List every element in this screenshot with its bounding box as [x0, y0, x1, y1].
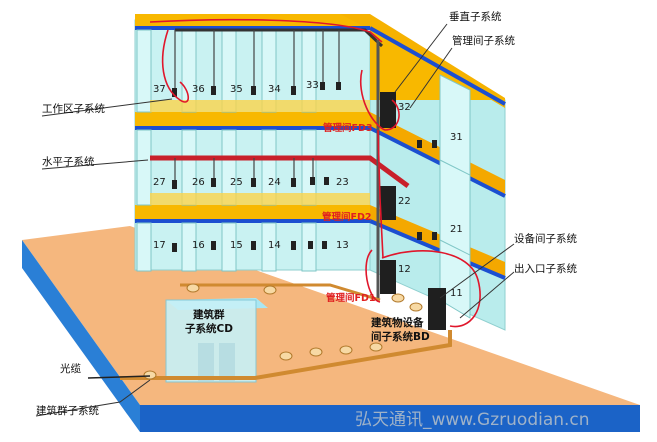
floor-distributor-fd3-label: 管理间FD3 — [323, 122, 373, 134]
room-number: 31 — [450, 132, 463, 143]
cable-drops — [174, 30, 340, 180]
building-equipment-label-line1: 建筑物设备 — [370, 316, 424, 329]
admin-subsystem-label: 管理间子系统 — [452, 34, 515, 47]
room-number: 24 — [268, 177, 281, 188]
room-number: 37 — [153, 84, 166, 95]
room-number: 23 — [336, 177, 349, 188]
watermark: 弘天通讯_www.Gzruodian.cn — [355, 410, 590, 430]
campus-conduit — [180, 283, 381, 302]
floor2-cable-tray — [150, 155, 410, 189]
room-number: 32 — [398, 102, 411, 113]
room-number: 22 — [398, 196, 411, 207]
building-back-wall — [134, 19, 371, 271]
room-number: 36 — [192, 84, 205, 95]
equipment-room-subsystem-label: 设备间子系统 — [514, 232, 577, 245]
room-number: 35 — [230, 84, 243, 95]
room-number: 21 — [450, 224, 463, 235]
horizontal-subsystem-label: 水平子系统 — [42, 155, 95, 168]
room-number: 13 — [336, 240, 349, 251]
room-number: 17 — [153, 240, 166, 251]
floor3-room-floor — [150, 100, 370, 112]
floor2-side-slab — [370, 205, 505, 278]
work-area-subsystem-label: 工作区子系统 — [42, 102, 105, 115]
campus-subsystem-label: 建筑群子系统 — [36, 404, 99, 417]
floor3-slab — [135, 112, 370, 128]
entrance-subsystem-label: 出入口子系统 — [514, 262, 577, 275]
floor2-room-floor — [150, 193, 370, 205]
floor-distributor-fd2-label: 管理间FD2 — [322, 211, 372, 223]
campus-box-label-line2: 子系统CD — [185, 322, 233, 335]
floor2-slab — [135, 205, 370, 221]
manholes — [143, 283, 423, 380]
fiber-cable-label: 光缆 — [60, 362, 81, 375]
building-equipment-label-line2: 间子系统BD — [371, 330, 430, 343]
underground-conduit — [120, 330, 452, 380]
wall-outlets — [172, 82, 437, 252]
room-number: 25 — [230, 177, 243, 188]
floor3-side-slab — [370, 112, 505, 196]
room-number: 26 — [192, 177, 205, 188]
floor3-side-edge — [369, 126, 506, 198]
room-number: 16 — [192, 240, 205, 251]
room-number: 11 — [450, 288, 463, 299]
room-number: 14 — [268, 240, 281, 251]
campus-box — [165, 299, 257, 383]
roof-side-edge — [369, 26, 506, 106]
ground-left-face — [22, 240, 140, 432]
red-annotations — [149, 18, 481, 328]
room-number: 27 — [153, 177, 166, 188]
campus-box-label-line1: 建筑群 — [192, 308, 225, 321]
ground-front-face — [140, 405, 640, 432]
floor2-side-edge — [369, 219, 506, 280]
room-number: 33 — [306, 80, 319, 91]
roof-top-face — [135, 14, 505, 100]
leader-lines — [35, 23, 515, 417]
floor-distributor-fd1-label: 管理间FD1 — [326, 292, 376, 304]
fiber-entry-line — [87, 375, 151, 379]
room-number: 12 — [398, 264, 411, 275]
room-number: 15 — [230, 240, 243, 251]
room-number: 34 — [268, 84, 281, 95]
vertical-subsystem-label: 垂直子系统 — [449, 10, 502, 23]
